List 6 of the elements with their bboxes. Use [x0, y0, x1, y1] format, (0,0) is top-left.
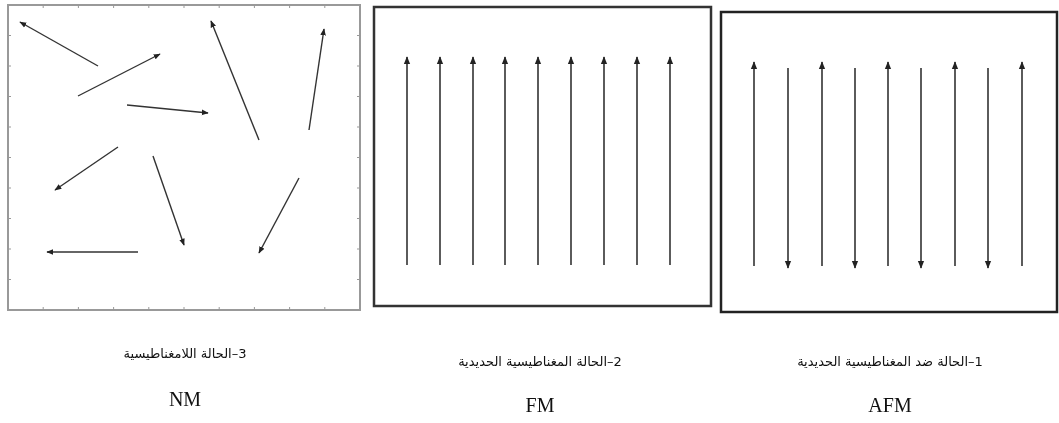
- state-caption: 1–الحالة ضد المغناطيسية الحديدية: [797, 354, 983, 369]
- state-abbreviation: FM: [525, 394, 555, 417]
- state-abbreviation: AFM: [868, 394, 912, 417]
- state-caption: 2–الحالة المغناطيسية الحديدية: [458, 354, 622, 369]
- state-caption: 3–الحالة اللامغناطيسية: [123, 346, 247, 361]
- state-abbreviation: NM: [168, 388, 202, 411]
